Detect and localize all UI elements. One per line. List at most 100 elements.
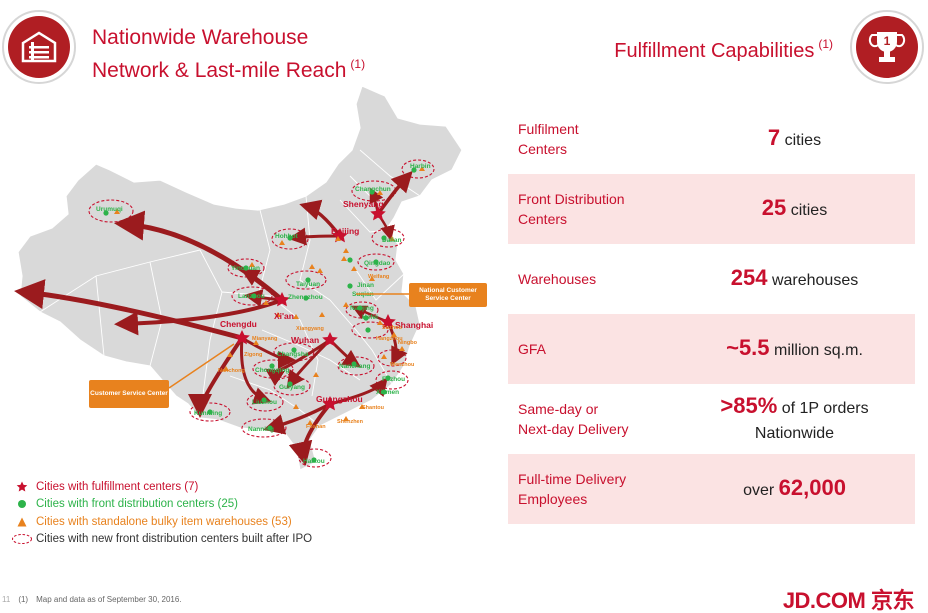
legend-item: Cities with fulfillment centers (7): [8, 478, 312, 496]
city-label: Kunming: [194, 410, 222, 417]
stat-label-line1: Warehouses: [518, 271, 597, 287]
ring-chongqing: [252, 359, 294, 379]
triangle-icon: [8, 517, 36, 527]
right-title-note: (1): [818, 37, 833, 51]
stat-label-line1: Front Distribution: [518, 191, 625, 207]
ring-haikou: [298, 448, 332, 468]
ring-qingdao: [357, 253, 395, 271]
distribution-dots: [103, 167, 417, 463]
city-labels: Harbin Changchun Shenyang Dalian Urumuqi…: [96, 163, 433, 465]
stat-value: over 62,000: [674, 475, 915, 503]
footnote-text: Map and data as of September 30, 2016.: [36, 595, 182, 604]
map-land: [17, 85, 463, 471]
city-label: Wenzhou: [390, 362, 414, 368]
star-beijing: [332, 228, 348, 243]
stat-label-line1: Full-time Delivery: [518, 471, 627, 487]
city-label: Fuzhou: [382, 376, 405, 383]
city-label: Hefei: [362, 314, 378, 321]
stat-label-line1: GFA: [518, 341, 547, 357]
footnote: 11 (1) Map and data as of September 30, …: [2, 595, 182, 604]
city-label: Xi'an: [274, 311, 294, 321]
city-label: Qingdao: [364, 260, 390, 267]
city-label: Harbin: [410, 163, 431, 170]
stat-line2: Nationwide: [754, 424, 835, 442]
city-label: Nanning: [248, 426, 274, 433]
stat-label-line2: Next-day Delivery: [518, 421, 629, 437]
city-label: Shantou: [362, 405, 384, 411]
star-shanghai: [380, 314, 396, 329]
ring-guiyang: [273, 376, 311, 396]
delivery-arrows: [14, 170, 413, 466]
customer-service-center-callout: Customer Service Center: [89, 380, 169, 408]
dashed-ring-icon: [8, 533, 36, 545]
city-label: Foshan: [306, 424, 326, 430]
city-label: Zigong: [244, 352, 262, 358]
map-legend: Cities with fulfillment centers (7) Citi…: [8, 478, 312, 548]
stat-row-gfa: GFA ~5.5 million sq.m.: [508, 314, 915, 384]
stat-number: 62,000: [778, 475, 846, 500]
city-label: Nanjing: [350, 305, 374, 312]
left-title-line2: Network & Last-mile Reach: [92, 59, 347, 82]
stat-value: 254 warehouses: [674, 265, 915, 293]
city-label: Xiangyang: [296, 326, 324, 332]
stat-label-line2: Employees: [518, 491, 588, 507]
right-title-text: Fulfillment Capabilities: [614, 40, 815, 62]
city-label: Changsha: [277, 351, 309, 358]
city-label: Mianyang: [252, 336, 277, 342]
legend-text: Cities with new front distribution cente…: [36, 533, 313, 546]
ring-harbin: [401, 159, 435, 179]
city-label: Lanzhou: [238, 293, 265, 300]
star-guangzhou: [322, 396, 338, 411]
city-label: Xiamen: [376, 389, 399, 396]
city-label: Jinan: [357, 282, 374, 289]
star-xian: [274, 292, 290, 307]
china-map: Harbin Changchun Shenyang Dalian Urumuqi…: [14, 85, 463, 471]
ring-hefei: [351, 321, 389, 339]
star-icon: [8, 481, 36, 493]
left-title-line1: Nationwide Warehouse: [92, 26, 309, 49]
stat-label: GFA: [508, 339, 674, 359]
legend-text: Cities with fulfillment centers (7): [36, 480, 199, 493]
stat-unit: cities: [784, 132, 822, 149]
city-label: Taiyuan: [296, 281, 320, 288]
city-label: Nanchong: [218, 368, 245, 374]
city-label: Urumuqi: [96, 206, 123, 213]
star-shenyang: [370, 206, 386, 221]
right-title: Fulfillment Capabilities(1): [614, 37, 833, 63]
stat-label-line2: Centers: [518, 141, 568, 157]
city-label: Changchun: [355, 186, 391, 193]
left-title: Nationwide Warehouse Network & Last-mile…: [92, 25, 365, 84]
warehouse-icon: [8, 16, 70, 78]
city-label: Ningbo: [398, 340, 418, 346]
national-service-center-callout: National Customer Service Center: [409, 283, 487, 307]
city-label: Chengdu: [220, 319, 257, 329]
star-chengdu: [234, 330, 250, 345]
jd-logo: JD.COM 京东: [782, 588, 915, 613]
stat-unit: million sq.m.: [773, 342, 863, 359]
stat-unit: warehouses: [771, 272, 859, 289]
legend-item: Cities with front distribution centers (…: [8, 496, 312, 514]
stat-number: >85%: [720, 392, 778, 418]
ring-dalian: [371, 228, 405, 248]
city-label: Yinchuan: [231, 265, 260, 272]
ring-lanzhou: [231, 286, 273, 306]
city-label: Nanchang: [339, 363, 370, 370]
legend-item: Cities with standalone bulky item wareho…: [8, 513, 312, 531]
stat-number: 7: [767, 125, 781, 150]
stat-value: ~5.5 million sq.m.: [674, 335, 915, 363]
left-title-note: (1): [350, 57, 366, 71]
city-label: Shanghai: [395, 320, 433, 330]
callout-line-customer: [168, 343, 235, 389]
stat-row-warehouses: Warehouses 254 warehouses: [508, 244, 915, 314]
stat-label-line2: Centers: [518, 211, 568, 227]
trophy-badge: 1: [850, 10, 924, 84]
stat-number: 254: [730, 265, 768, 290]
